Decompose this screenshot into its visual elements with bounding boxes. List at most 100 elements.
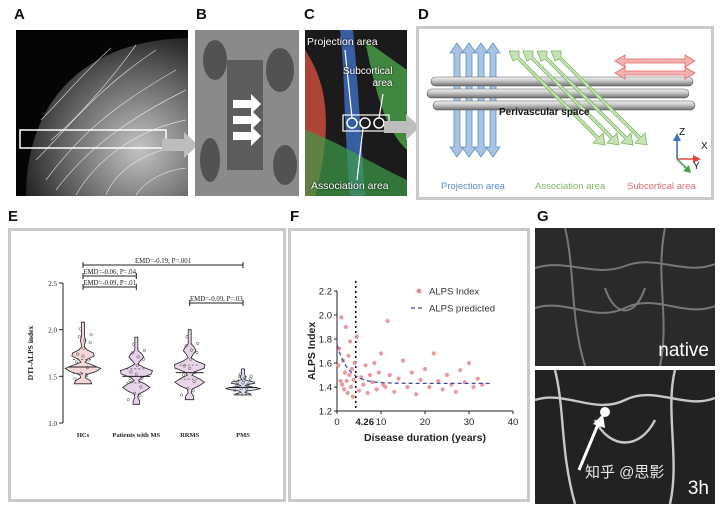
e-annotation-0: EMD=-0.19, P=.001 [135,258,191,265]
f-point-41 [418,377,423,382]
panel-label-d: D [418,6,429,23]
e-dot-3-10 [248,377,252,381]
f-y-tick-label-2: 1.6 [319,359,332,370]
f-point-22 [361,382,366,387]
f-point-14 [348,384,354,390]
f-point-40 [414,392,419,397]
panel-d-axis-y-label: Y [693,161,700,172]
f-point-29 [376,370,381,375]
e-dot-1-11 [138,394,142,398]
panel-g-corner-label: 3h [687,478,709,499]
panel-g-native-label: native [658,340,709,361]
e-dot-2-13 [184,344,188,348]
e-dot-2-8 [185,335,189,339]
f-point-44 [431,351,436,356]
f-legend-label-1: ALPS predicted [429,304,495,315]
f-x-tick-label-2: 20 [420,417,431,428]
e-dot-0-10 [88,340,92,345]
panel-c-subcortical-line2: area [372,78,393,89]
panel-c-subcortical-line1: Subcortical [343,66,393,77]
e-y-label: DTI-ALPS index [26,326,35,381]
f-x-tick-label-0: 0 [334,417,339,428]
e-dot-0-4 [76,352,80,356]
e-violin-3 [225,368,261,396]
e-dot-3-13 [237,375,241,379]
e-dot-1-0 [126,398,130,402]
f-point-43 [427,384,432,390]
f-point-3 [339,315,344,320]
panel-d-schematic: Perivascular space Z X Y Projection area… [416,26,714,200]
f-vline-label: 4.26 [355,417,374,428]
panel-g-delayed-image: 知乎 @思影 3h [535,370,715,504]
f-x-tick-label-3: 30 [464,417,475,428]
f-point-4 [340,382,345,387]
f-point-0 [336,363,341,368]
f-point-20 [356,388,362,393]
f-point-19 [354,334,359,339]
e-dot-3-3 [239,386,243,391]
f-point-34 [387,372,392,378]
e-dot-2-6 [192,380,196,384]
panel-d-perivascular-label: Perivascular space [499,107,590,118]
e-dot-1-5 [142,348,146,353]
e-dot-2-1 [193,371,197,375]
panel-a-to-b-arrow [162,132,198,158]
panel-d-axis-x-label: X [701,141,708,152]
panel-d-schematic-drawing [426,42,701,173]
f-point-12 [347,372,352,378]
f-point-7 [342,370,348,375]
panel-label-g: G [537,208,549,225]
e-category-label-1: Patients with MS [112,432,160,439]
f-point-17 [351,377,356,382]
f-point-53 [471,384,476,390]
panel-d-projection-caption: Projection area [441,181,505,192]
e-dot-1-3 [132,391,137,395]
panel-g-watermark: 知乎 @思影 [585,464,665,481]
panel-d-association-caption: Association area [535,181,606,192]
f-point-42 [422,366,428,372]
e-dot-2-5 [196,341,200,345]
f-y-tick-label-3: 1.8 [319,335,332,346]
f-point-24 [365,390,370,396]
f-point-23 [363,363,368,368]
f-point-46 [440,387,445,392]
e-dot-3-0 [233,388,237,392]
e-dot-0-13 [77,335,81,339]
f-point-54 [475,376,480,381]
f-point-32 [383,384,388,390]
e-dot-1-10 [141,357,146,361]
f-point-13 [348,339,353,344]
e-dot-1-7 [135,363,139,368]
f-x-tick-label-1: 10 [376,417,387,428]
e-dot-1-1 [140,376,144,380]
e-dot-1-12 [134,372,138,376]
f-legend-dot [416,288,422,294]
f-point-9 [344,378,349,384]
e-dot-2-9 [181,373,185,377]
f-point-30 [378,351,384,356]
f-y-tick-label-0: 1.2 [319,407,332,418]
e-annotation-1: EMD=-0.06, P=.04 [83,269,136,276]
panel-b-swi-drawing [195,30,299,196]
f-point-18 [352,360,357,366]
panel-label-c: C [304,6,315,23]
panel-c-to-d-arrow [384,114,420,140]
f-y-tick-label-1: 1.4 [319,383,332,394]
f-point-37 [400,358,406,363]
panel-a-brain-drawing [16,30,188,196]
f-point-10 [345,390,350,396]
e-y-tick-label-0: 1.0 [48,420,57,428]
e-dot-0-5 [89,333,93,337]
panel-d-axis-z-label: Z [679,127,686,138]
e-dot-0-1 [86,358,90,362]
panel-c-subcortical-label: Subcortical area [343,66,392,90]
e-dot-0-7 [82,346,86,350]
e-dot-2-12 [188,366,192,370]
e-dot-2-7 [189,357,193,361]
f-y-tick-label-4: 2.0 [319,311,332,322]
e-dot-1-2 [136,355,140,359]
e-category-label-3: PMS [236,432,250,439]
f-point-28 [374,387,379,392]
f-point-6 [341,387,347,392]
